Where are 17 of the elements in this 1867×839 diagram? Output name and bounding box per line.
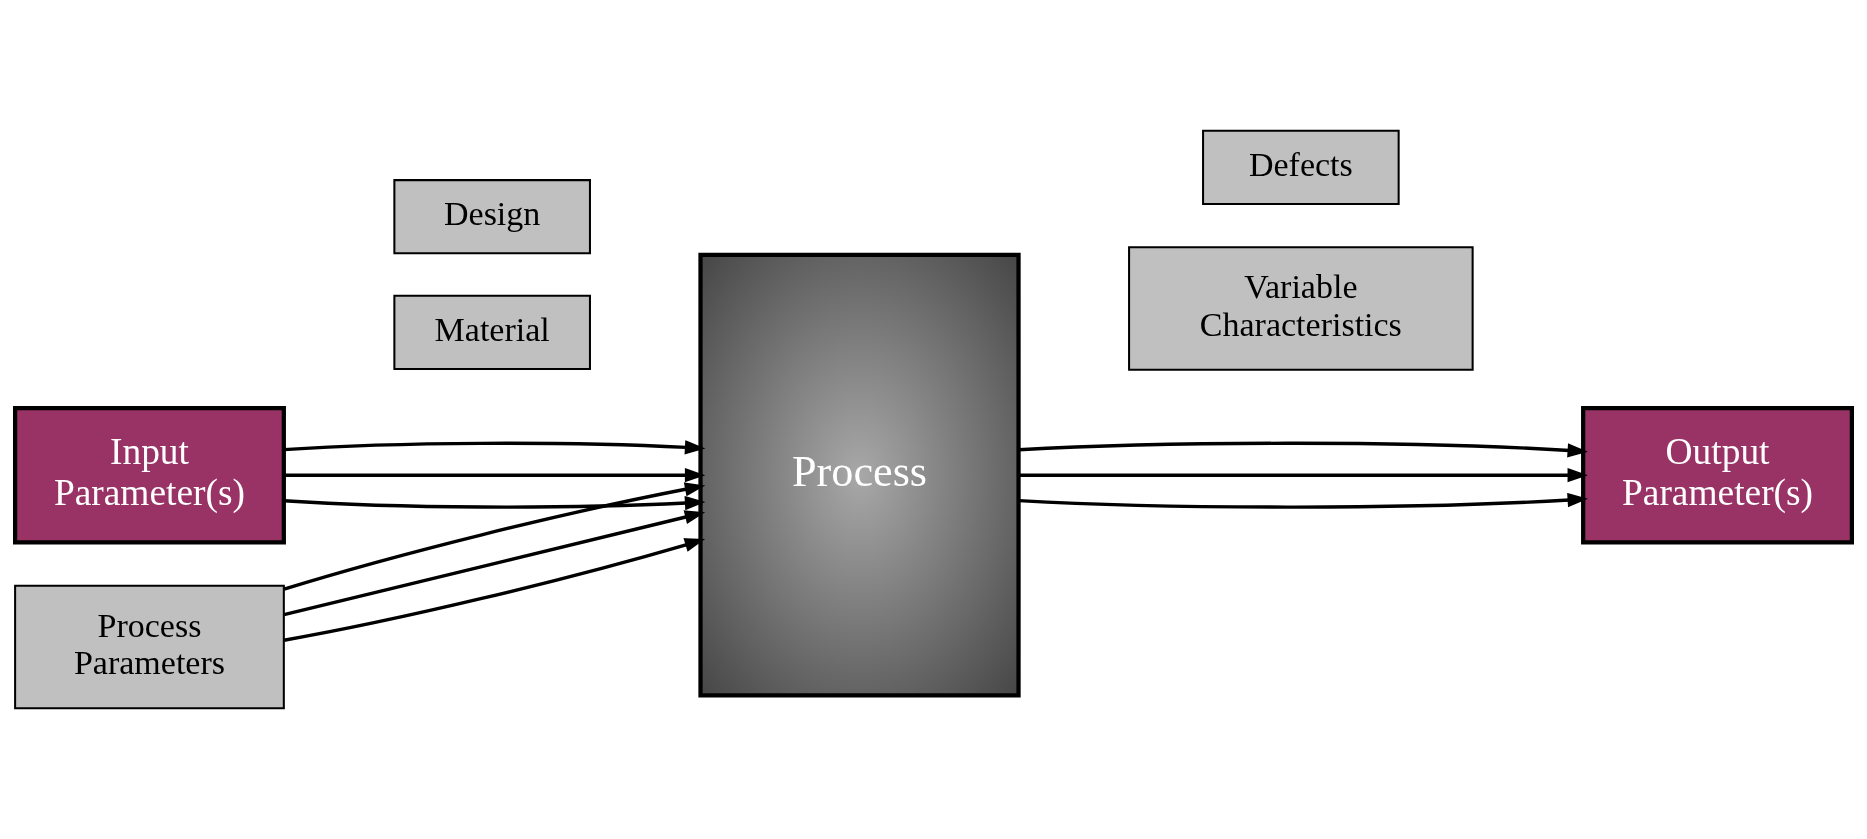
arrow bbox=[284, 468, 706, 483]
node-box: Process Parameters bbox=[14, 584, 285, 710]
arrow bbox=[283, 440, 706, 455]
arrow bbox=[283, 482, 706, 591]
arrow bbox=[1018, 441, 1588, 458]
node-box: Input Parameter(s) bbox=[13, 405, 286, 545]
node-box: Output Parameter(s) bbox=[1581, 405, 1854, 545]
arrow bbox=[1018, 468, 1588, 483]
arrow bbox=[283, 510, 706, 617]
arrow bbox=[1018, 492, 1588, 509]
node-box: Design bbox=[393, 179, 591, 255]
arrow bbox=[283, 495, 706, 511]
arrow bbox=[283, 538, 706, 642]
node-box: Process bbox=[698, 252, 1021, 698]
node-box: Defects bbox=[1202, 129, 1400, 205]
node-box: Variable Characteristics bbox=[1128, 246, 1474, 371]
node-box: Material bbox=[393, 294, 591, 370]
